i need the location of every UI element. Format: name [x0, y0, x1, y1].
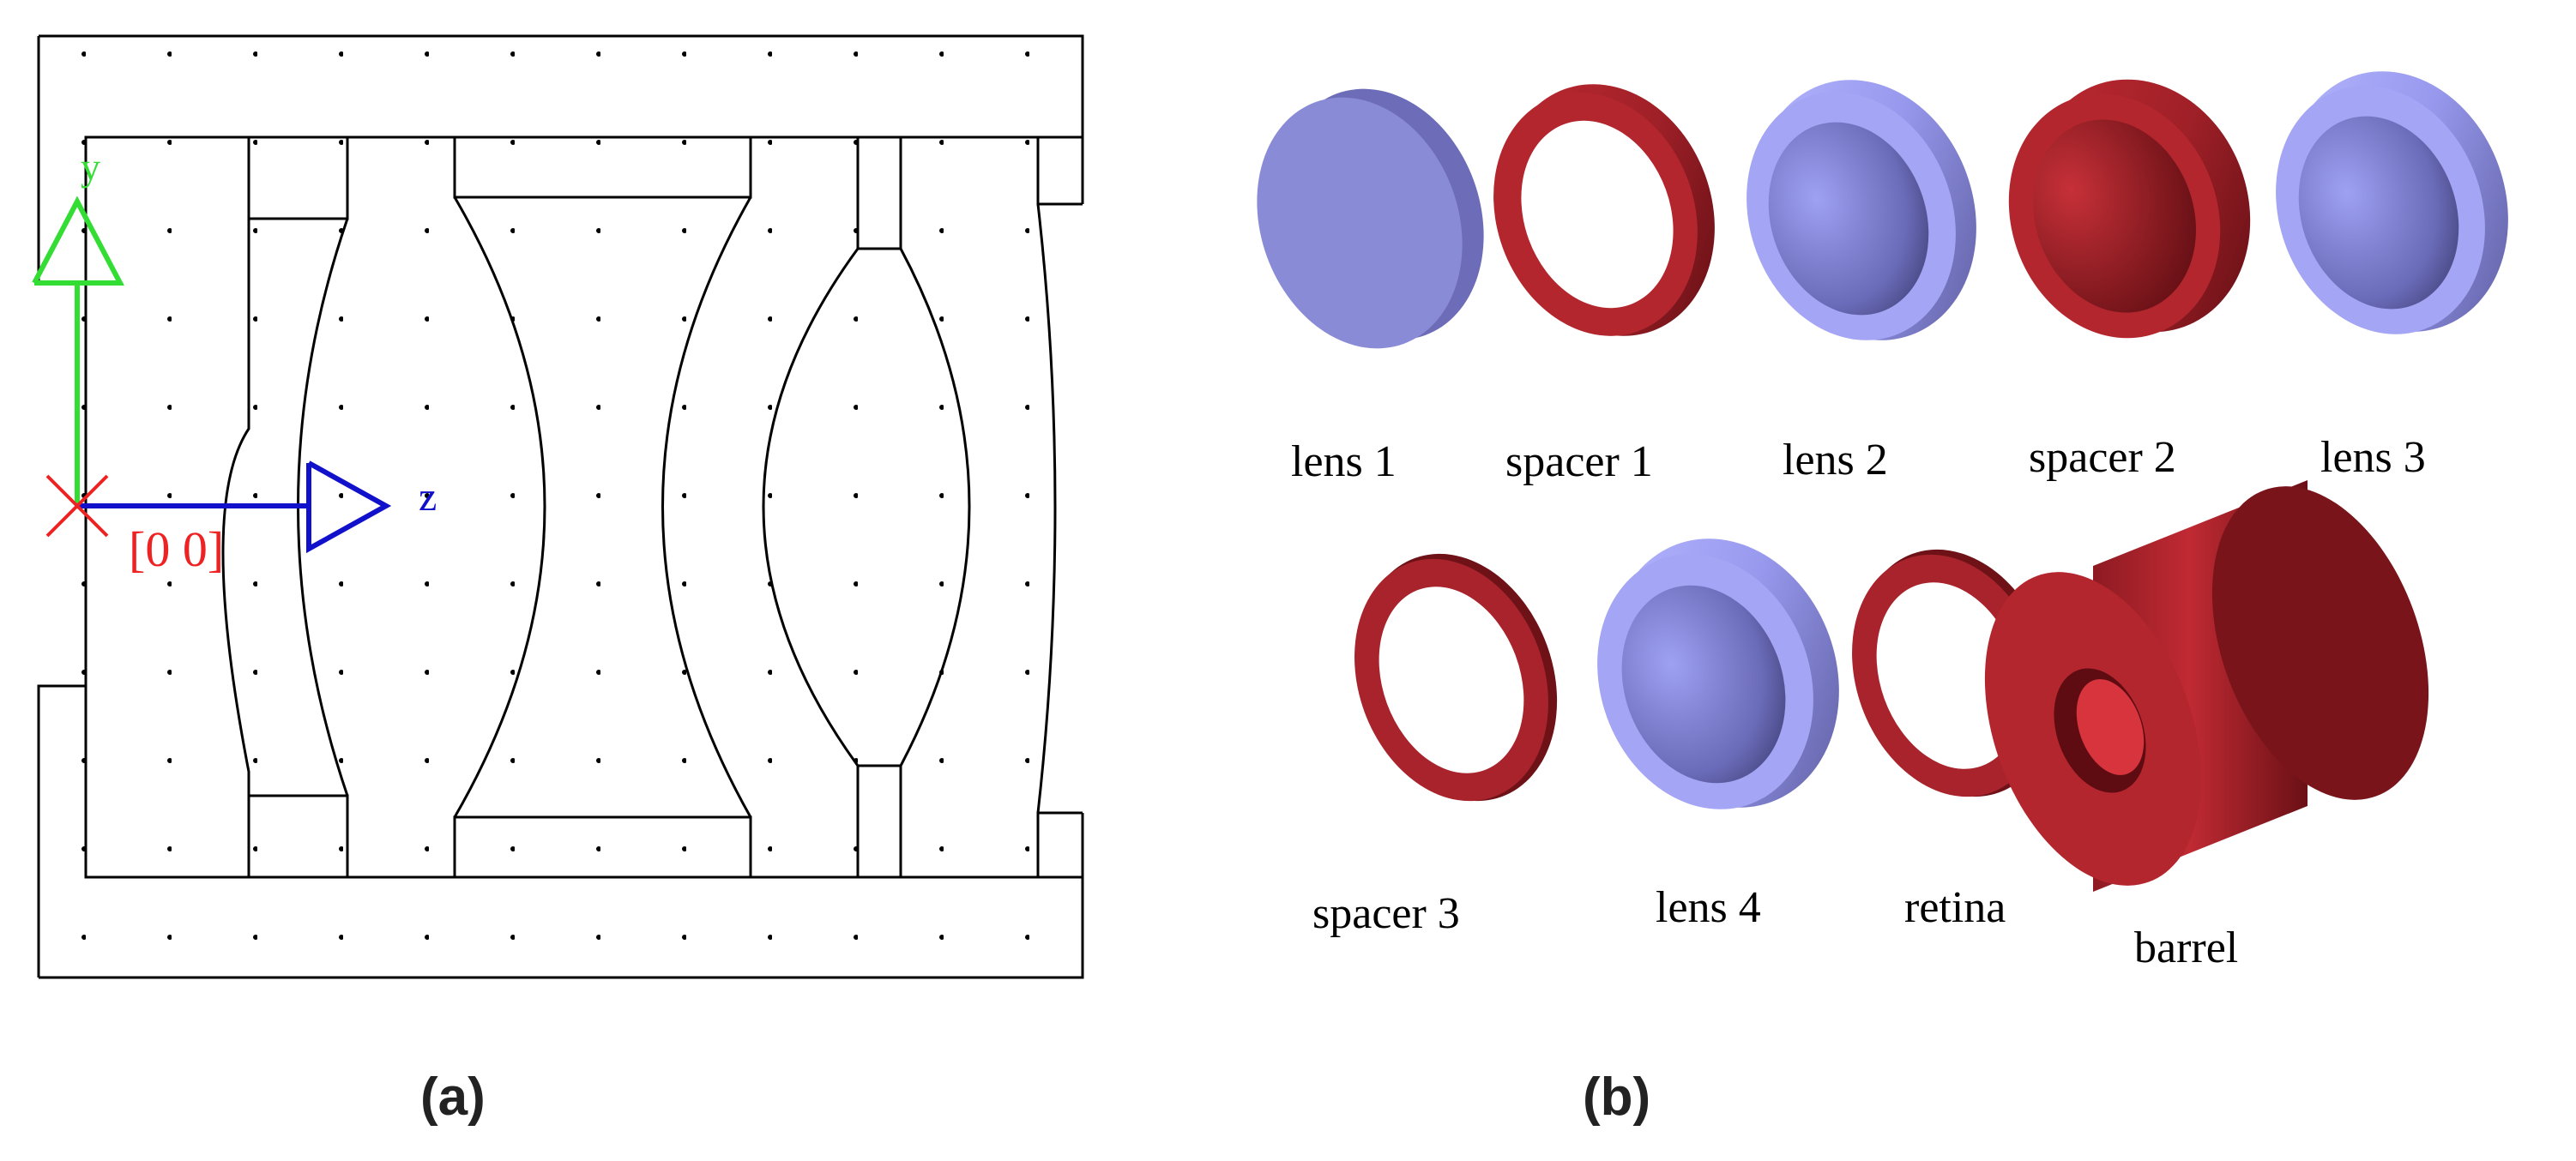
part-label: lens 1: [1291, 437, 1397, 486]
cross-section-drawing: y z [0 0] (a): [32, 34, 1084, 1127]
spacer-2-model: [2008, 79, 2251, 339]
part-label: spacer 1: [1505, 437, 1653, 486]
part-label: barrel: [2134, 923, 2238, 972]
lens-3-section: [762, 137, 971, 877]
y-axis-arrow: [32, 196, 124, 506]
lens-4-model: [1597, 538, 1839, 809]
parts-drawing: lens 1 spacer 1 lens 2 spacer 2 lens 3 s…: [1257, 71, 2508, 1127]
spacer-1-model: [1493, 84, 1715, 336]
part-label: lens 3: [2320, 433, 2426, 482]
panel-b-exploded-parts: lens 1 spacer 1 lens 2 spacer 2 lens 3 s…: [1227, 0, 2576, 1157]
barrel-model: [1984, 480, 2429, 892]
part-label: spacer 3: [1312, 889, 1460, 938]
origin-marker: [45, 474, 109, 538]
origin-label: [0 0]: [129, 521, 224, 577]
lens-2-section: [453, 135, 752, 879]
spacer-3-model: [1354, 553, 1558, 802]
panel-a-cross-section: y z [0 0] (a): [0, 0, 1115, 1157]
part-label: lens 4: [1656, 883, 1761, 932]
part-label: retina: [1904, 883, 2006, 932]
lens-4-section: [1036, 203, 1057, 814]
part-label: spacer 2: [2029, 433, 2176, 482]
caption-b: (b): [1583, 1068, 1650, 1127]
lens-1-model: [1257, 88, 1484, 349]
part-label: lens 2: [1783, 436, 1888, 484]
z-axis-label: z: [419, 474, 437, 520]
lens-2-model: [1746, 80, 1976, 340]
y-axis-label: y: [81, 145, 100, 189]
z-axis-arrow: [77, 460, 392, 554]
caption-a: (a): [420, 1068, 486, 1127]
lens-3-model: [2276, 71, 2508, 334]
